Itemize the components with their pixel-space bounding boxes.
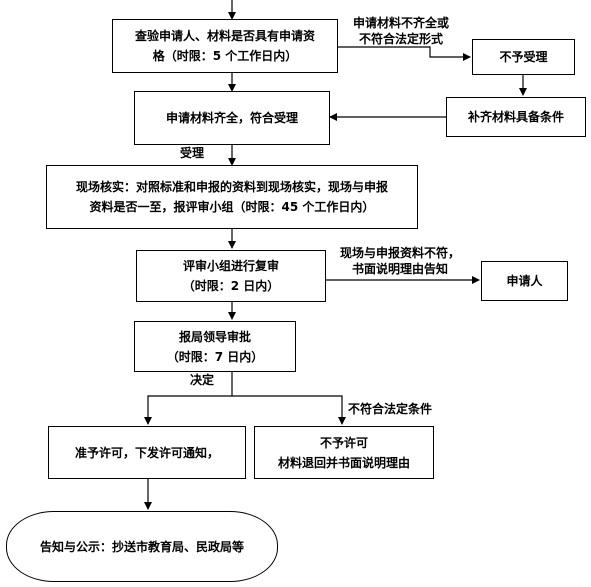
arrow-review-to-not-accepted [338,46,471,61]
node-materials-complete: 申请材料齐全，符合受理 [134,91,330,145]
node-leader-approval: 报局领导审批 （时限：7 日内） [134,321,296,372]
node-deny: 不予许可 材料退回并书面说明理由 [254,426,434,479]
label-accepted: 受理 [180,146,205,160]
node-supplement: 补齐材料具备条件 [446,97,586,137]
node-not-accepted: 不予受理 [472,39,575,75]
node-applicant: 申请人 [481,261,568,301]
node-site-verify: 现场核实：对照标准和申报的资料到现场核实，现场与申报 资料是否一至，报评审小组（… [46,165,418,229]
label-not-meet: 不符合法定条件 [348,402,433,416]
node-grant: 准予许可，下发许可通知， [48,426,246,479]
arrow-split-to-deny [232,395,346,425]
node-panel-review: 评审小组进行复审 （时限：2 日内） [136,250,326,302]
label-decision: 决定 [190,373,215,387]
arrow-split-to-grant [144,395,232,425]
node-review-applicant: 查验申请人、材料是否具有申请资 格（时限：5 个工作日内） [112,19,338,73]
label-mismatch: 现场与申报资料不符， 书面说明理由告知 [339,246,460,276]
label-incomplete: 申请材料不齐全或 不符合法定形式 [352,16,449,46]
node-notify: 告知与公示：抄送市教育局、民政局等 [6,511,278,582]
